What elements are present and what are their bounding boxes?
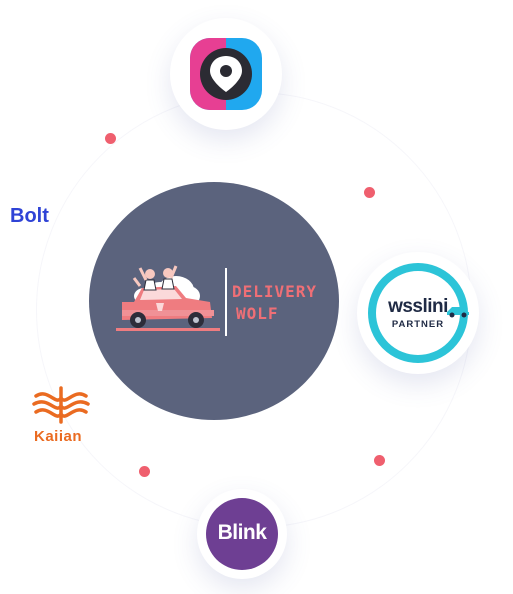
orbit-dot [374,455,385,466]
brand-line-1: DELIVERY [232,282,318,301]
partner-bubble-wsslini: wsslini PARTNER [357,252,479,374]
partner-bubble-location [170,18,282,130]
delivery-car-icon [116,265,220,331]
wsslini-car-icon [447,307,469,318]
kaiian-logo-icon [32,386,90,424]
bolt-logo: Bolt [10,205,49,227]
location-pin-icon [190,38,262,110]
delivery-wolf-logo-card: DELIVERY WOLF [116,248,326,344]
partner-bubble-blink: Blink [197,489,287,579]
kaiian-logo-text: Kaiian [34,428,83,445]
brand-line-2: WOLF [236,304,279,323]
wsslini-partner-label: PARTNER [391,319,445,330]
delivery-wolf-wordmark: DELIVERY WOLF [232,281,317,325]
orbit-dot [139,466,150,477]
orbit-dot [105,133,116,144]
blink-logo-text: Blink [217,521,267,544]
blink-logo-disc [206,498,278,570]
wsslini-wordmark: wsslini [388,296,448,317]
orbit-dot [364,187,375,198]
logo-divider [225,268,227,336]
